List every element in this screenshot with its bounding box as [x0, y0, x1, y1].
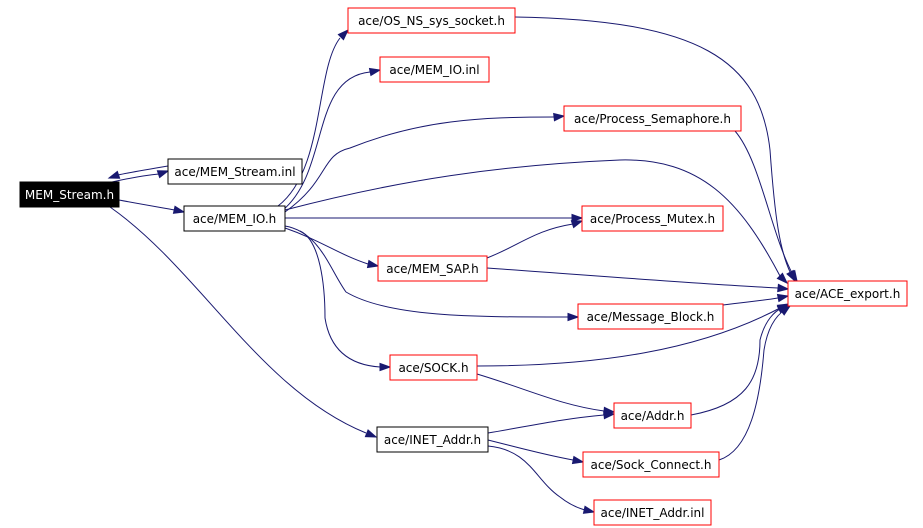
arrow-head-icon	[156, 170, 170, 179]
arrow-head-icon	[107, 170, 121, 179]
nodes-layer: MEM_Stream.h ace/MEM_Stream.inl ace/MEM_IO…	[19, 7, 908, 526]
edge-mem_stream_h-to-mem_stream_inl	[111, 170, 170, 183]
node-label: ace/INET_Addr.h	[384, 433, 481, 447]
node-label: ace/SOCK.h	[398, 361, 468, 375]
edge-mem_io_h-to-mem_sap_h	[284, 227, 380, 269]
edge-mem_io_h-to-os_ns_sys_socket_h	[277, 28, 350, 207]
arrow-head-icon	[172, 205, 186, 214]
node-label: MEM_Stream.h	[25, 188, 114, 202]
edge-inet_addr_h-to-sock_connect_h	[487, 439, 585, 465]
edge-sock_connect_h-to-ace_export_h	[718, 305, 792, 461]
node-box	[183, 205, 286, 232]
node-label: ace/ACE_export.h	[795, 287, 901, 301]
node-label: ace/INET_Addr.inl	[601, 506, 705, 520]
node-process-mutex-h[interactable]: ace/Process_Mutex.h	[581, 205, 724, 232]
arrow-head-icon	[776, 293, 790, 303]
node-inet-addr-h[interactable]: ace/INET_Addr.h	[376, 426, 489, 453]
arrow-head-icon	[364, 429, 378, 438]
edge-mem_io_h-to-mem_io_inl	[282, 67, 382, 211]
node-mem-io-h[interactable]: ace/MEM_IO.h	[183, 205, 286, 232]
node-box	[389, 354, 478, 381]
node-label: ace/Process_Mutex.h	[590, 212, 715, 226]
node-process-semaphore-h[interactable]: ace/Process_Semaphore.h	[563, 105, 742, 132]
node-box	[582, 451, 720, 478]
node-box	[787, 280, 908, 307]
edge-mem_stream_inl-to-mem_stream_h	[107, 165, 169, 179]
arrow-head-icon	[337, 28, 350, 41]
edge-inet_addr_h-to-addr_h	[487, 410, 616, 434]
node-box	[19, 181, 120, 208]
edge-mem_stream_h-to-inet_addr_h	[109, 206, 378, 438]
node-box	[613, 402, 692, 429]
edges-layer	[107, 16, 798, 514]
arrow-head-icon	[570, 220, 584, 229]
node-label: ace/Process_Semaphore.h	[574, 112, 731, 126]
node-box	[577, 303, 724, 330]
arrow-head-icon	[571, 213, 584, 223]
arrow-head-icon	[777, 283, 790, 293]
edge-os_ns_sys_socket_h-to-ace_export_h	[514, 16, 796, 283]
node-box	[377, 255, 488, 282]
arrow-head-icon	[567, 312, 580, 322]
edge-mem_io_h-to-process_mutex_h	[285, 213, 584, 223]
node-box	[581, 205, 724, 232]
node-mem-stream-inl[interactable]: ace/MEM_Stream.inl	[167, 158, 303, 185]
edge-process_semaphore_h-to-ace_export_h	[734, 130, 798, 283]
arrow-head-icon	[571, 455, 585, 465]
node-label: ace/MEM_IO.inl	[389, 63, 479, 77]
node-box	[347, 7, 516, 34]
node-label: ace/MEM_SAP.h	[386, 262, 479, 276]
node-label: ace/Sock_Connect.h	[591, 458, 712, 472]
edge-sock_h-to-addr_h	[476, 373, 616, 416]
edge-mem_io_h-to-sock_h	[299, 230, 392, 372]
arrow-head-icon	[787, 269, 798, 283]
node-box	[563, 105, 742, 132]
node-sock-connect-h[interactable]: ace/Sock_Connect.h	[582, 451, 720, 478]
node-box	[379, 56, 490, 83]
arrow-head-icon	[368, 67, 382, 77]
node-label: ace/OS_NS_sys_socket.h	[358, 14, 505, 28]
node-box	[376, 426, 489, 453]
node-os-ns-sys-socket-h[interactable]: ace/OS_NS_sys_socket.h	[347, 7, 516, 34]
node-inet-addr-inl[interactable]: ace/INET_Addr.inl	[593, 499, 712, 526]
arrow-head-icon	[379, 362, 392, 372]
edge-mem_sap_h-to-ace_export_h	[486, 267, 790, 293]
node-label: ace/MEM_IO.h	[193, 212, 277, 226]
node-label: ace/Message_Block.h	[587, 310, 715, 324]
node-sock-h[interactable]: ace/SOCK.h	[389, 354, 478, 381]
node-message-block-h[interactable]: ace/Message_Block.h	[577, 303, 724, 330]
edge-mem_stream_h-to-mem_io_h	[118, 199, 186, 214]
arrow-head-icon	[366, 259, 380, 269]
node-mem-io-inl[interactable]: ace/MEM_IO.inl	[379, 56, 490, 83]
node-ace-export-h[interactable]: ace/ACE_export.h	[787, 280, 908, 307]
node-label: ace/Addr.h	[621, 409, 685, 423]
edge-mem_io_h-to-ace_export_h	[284, 159, 789, 285]
node-box	[593, 499, 712, 526]
node-mem-sap-h[interactable]: ace/MEM_SAP.h	[377, 255, 488, 282]
arrow-head-icon	[779, 305, 792, 316]
node-addr-h[interactable]: ace/Addr.h	[613, 402, 692, 429]
node-mem-stream-h: MEM_Stream.h	[19, 181, 120, 208]
edge-mem_io_h-to-message_block_h	[284, 225, 580, 322]
arrow-head-icon	[582, 505, 596, 514]
node-label: ace/MEM_Stream.inl	[174, 165, 295, 179]
arrow-head-icon	[776, 272, 789, 285]
edge-mem_sap_h-to-process_mutex_h	[486, 220, 584, 259]
arrow-head-icon	[603, 410, 616, 420]
edge-mem_io_h-to-process_semaphore_h	[284, 112, 566, 213]
node-box	[167, 158, 303, 185]
edge-inet_addr_h-to-inet_addr_inl	[487, 445, 596, 514]
edge-message_block_h-to-ace_export_h	[722, 293, 790, 306]
arrow-head-icon	[553, 112, 566, 122]
